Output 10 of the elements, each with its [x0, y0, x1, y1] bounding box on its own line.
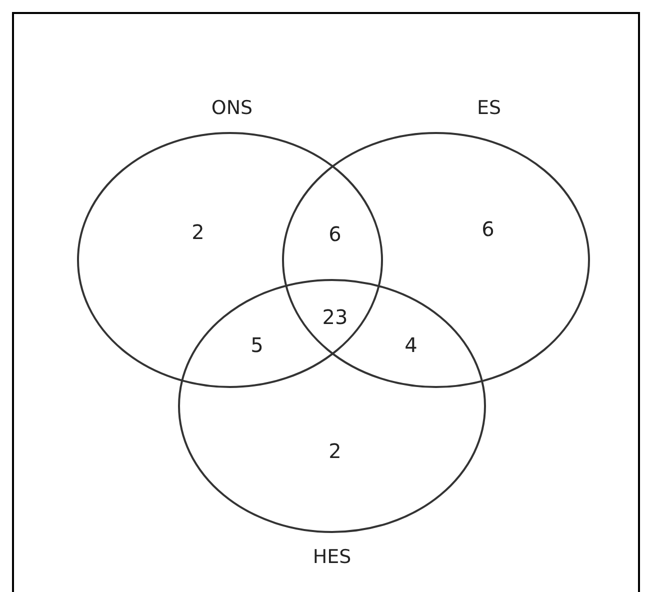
region-count: 2	[192, 220, 204, 244]
set-label: ONS	[211, 97, 253, 119]
region-count: 6	[482, 217, 494, 241]
set-label: ES	[476, 97, 502, 119]
region-count: 4	[404, 333, 418, 357]
region-count: 6	[328, 222, 342, 246]
region-count: 5	[250, 333, 264, 357]
region-count: 23	[322, 305, 348, 329]
set-label: HES	[312, 546, 352, 568]
region-count: 2	[328, 439, 342, 463]
